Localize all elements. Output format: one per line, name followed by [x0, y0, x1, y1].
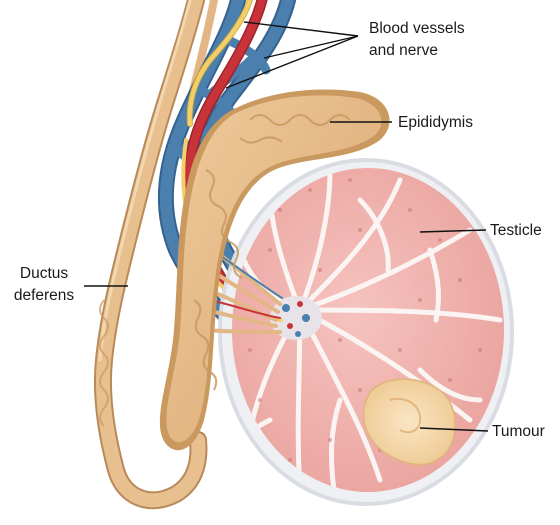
label-blood-vessels-line1: Blood vessels — [369, 18, 465, 40]
label-blood-vessels-and-nerve: Blood vessels and nerve — [369, 18, 465, 62]
label-blood-vessels-line2: and nerve — [369, 40, 465, 62]
label-testicle: Testicle — [490, 220, 542, 242]
label-epididymis-text: Epididymis — [398, 112, 473, 134]
label-tumour-text: Tumour — [492, 421, 545, 443]
label-ductus-line2: deferens — [4, 285, 84, 307]
label-epididymis: Epididymis — [398, 112, 473, 134]
label-ductus-deferens: Ductus deferens — [4, 263, 84, 307]
label-ductus-line1: Ductus — [4, 263, 84, 285]
label-testicle-text: Testicle — [490, 220, 542, 242]
label-tumour: Tumour — [492, 421, 545, 443]
